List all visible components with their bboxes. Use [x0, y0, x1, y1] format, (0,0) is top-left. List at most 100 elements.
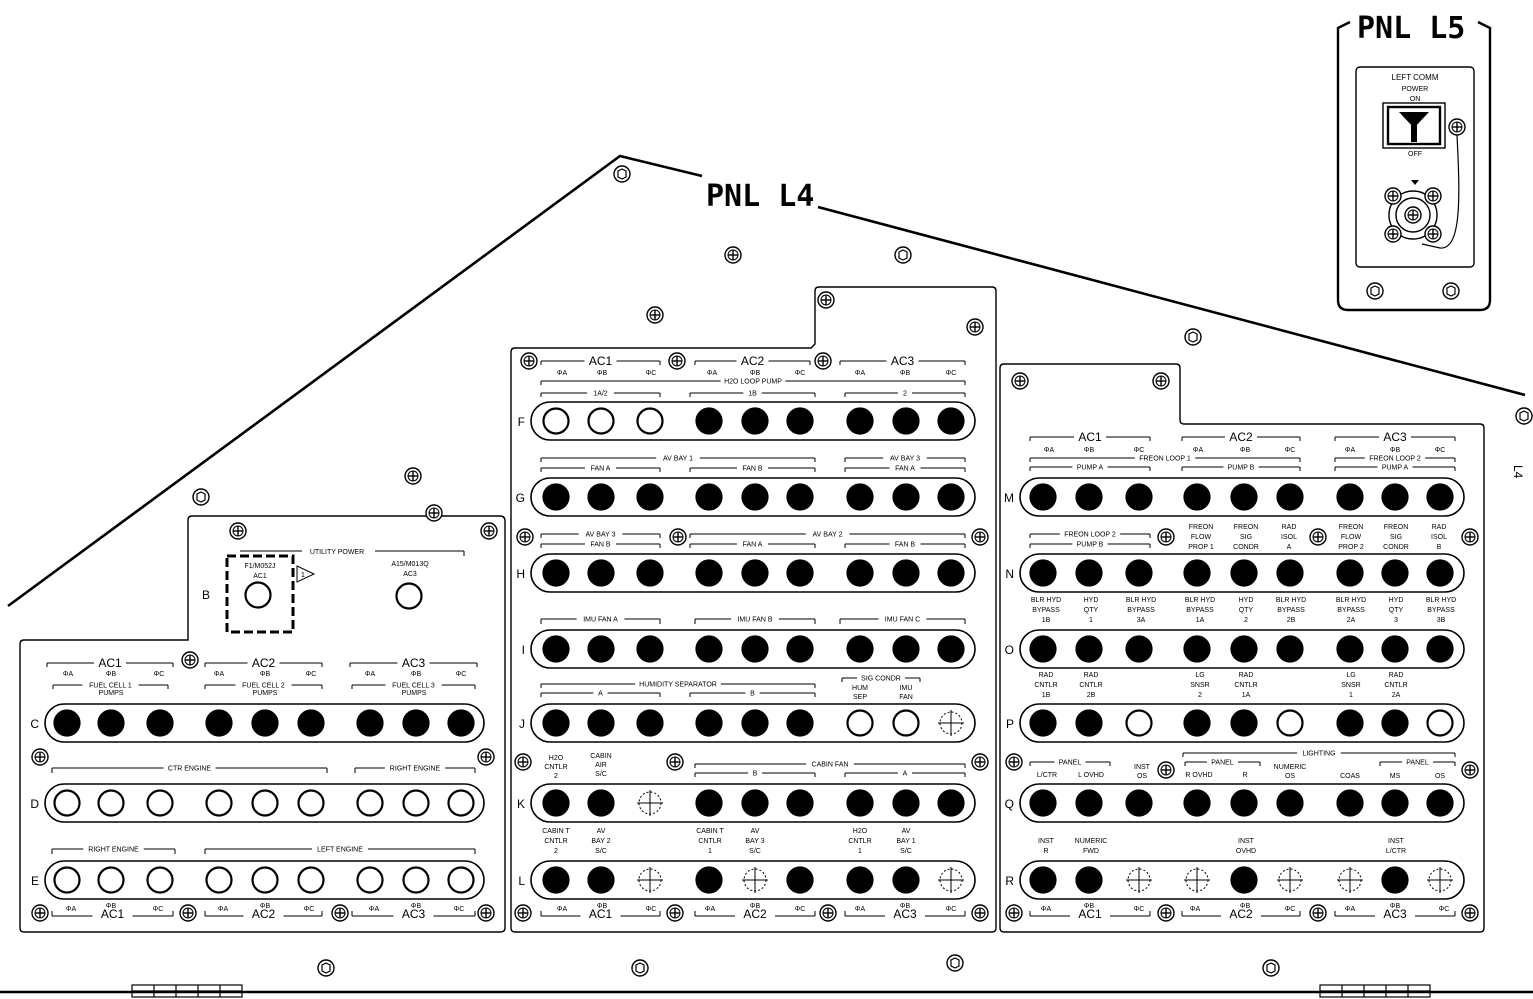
- circuit-breaker-d-9[interactable]: [447, 789, 475, 817]
- circuit-breaker-i-6[interactable]: [786, 635, 814, 663]
- utility-power-ac1-breaker[interactable]: [244, 581, 272, 609]
- circuit-breaker-n-1[interactable]: [1029, 559, 1057, 587]
- circuit-breaker-p-7[interactable]: [1336, 709, 1364, 737]
- circuit-breaker-p-9[interactable]: [1426, 709, 1454, 737]
- circuit-breaker-n-4[interactable]: [1183, 559, 1211, 587]
- circuit-breaker-k-9[interactable]: [937, 789, 965, 817]
- circuit-breaker-g-8[interactable]: [892, 483, 920, 511]
- circuit-breaker-q-7[interactable]: [1336, 789, 1364, 817]
- circuit-breaker-e-2[interactable]: [97, 866, 125, 894]
- circuit-breaker-p-8[interactable]: [1381, 709, 1409, 737]
- circuit-breaker-c-1[interactable]: [53, 709, 81, 737]
- circuit-breaker-m-7[interactable]: [1336, 483, 1364, 511]
- circuit-breaker-i-2[interactable]: [587, 635, 615, 663]
- circuit-breaker-d-2[interactable]: [97, 789, 125, 817]
- circuit-breaker-j-5[interactable]: [741, 709, 769, 737]
- circuit-breaker-j-2[interactable]: [587, 709, 615, 737]
- circuit-breaker-m-6[interactable]: [1276, 483, 1304, 511]
- left-comm-power-switch[interactable]: [1399, 112, 1429, 128]
- circuit-breaker-i-3[interactable]: [636, 635, 664, 663]
- circuit-breaker-o-5[interactable]: [1230, 635, 1258, 663]
- circuit-breaker-o-1[interactable]: [1029, 635, 1057, 663]
- circuit-breaker-o-2[interactable]: [1075, 635, 1103, 663]
- circuit-breaker-e-9[interactable]: [447, 866, 475, 894]
- circuit-breaker-e-1[interactable]: [53, 866, 81, 894]
- circuit-breaker-o-9[interactable]: [1426, 635, 1454, 663]
- circuit-breaker-c-3[interactable]: [146, 709, 174, 737]
- circuit-breaker-c-4[interactable]: [205, 709, 233, 737]
- circuit-breaker-k-6[interactable]: [786, 789, 814, 817]
- circuit-breaker-q-9[interactable]: [1426, 789, 1454, 817]
- circuit-breaker-i-1[interactable]: [542, 635, 570, 663]
- circuit-breaker-f-7[interactable]: [846, 407, 874, 435]
- circuit-breaker-o-4[interactable]: [1183, 635, 1211, 663]
- circuit-breaker-n-6[interactable]: [1276, 559, 1304, 587]
- circuit-breaker-k-5[interactable]: [741, 789, 769, 817]
- circuit-breaker-j-7[interactable]: [846, 709, 874, 737]
- circuit-breaker-h-9[interactable]: [937, 559, 965, 587]
- circuit-breaker-j-8[interactable]: [892, 709, 920, 737]
- circuit-breaker-c-9[interactable]: [447, 709, 475, 737]
- circuit-breaker-q-1[interactable]: [1029, 789, 1057, 817]
- circuit-breaker-c-7[interactable]: [356, 709, 384, 737]
- circuit-breaker-j-3[interactable]: [636, 709, 664, 737]
- circuit-breaker-g-2[interactable]: [587, 483, 615, 511]
- circuit-breaker-i-4[interactable]: [695, 635, 723, 663]
- circuit-breaker-r-8[interactable]: [1381, 866, 1409, 894]
- circuit-breaker-f-3[interactable]: [636, 407, 664, 435]
- circuit-breaker-q-5[interactable]: [1230, 789, 1258, 817]
- circuit-breaker-m-4[interactable]: [1183, 483, 1211, 511]
- circuit-breaker-f-8[interactable]: [892, 407, 920, 435]
- circuit-breaker-d-4[interactable]: [205, 789, 233, 817]
- circuit-breaker-m-1[interactable]: [1029, 483, 1057, 511]
- circuit-breaker-e-3[interactable]: [146, 866, 174, 894]
- circuit-breaker-i-8[interactable]: [892, 635, 920, 663]
- circuit-breaker-g-5[interactable]: [741, 483, 769, 511]
- circuit-breaker-o-3[interactable]: [1125, 635, 1153, 663]
- circuit-breaker-q-4[interactable]: [1183, 789, 1211, 817]
- circuit-breaker-k-2[interactable]: [587, 789, 615, 817]
- circuit-breaker-k-7[interactable]: [846, 789, 874, 817]
- circuit-breaker-g-1[interactable]: [542, 483, 570, 511]
- circuit-breaker-p-5[interactable]: [1230, 709, 1258, 737]
- circuit-breaker-e-7[interactable]: [356, 866, 384, 894]
- circuit-breaker-p-4[interactable]: [1183, 709, 1211, 737]
- circuit-breaker-p-1[interactable]: [1029, 709, 1057, 737]
- circuit-breaker-h-3[interactable]: [636, 559, 664, 587]
- circuit-breaker-i-7[interactable]: [846, 635, 874, 663]
- circuit-breaker-g-4[interactable]: [695, 483, 723, 511]
- circuit-breaker-m-3[interactable]: [1125, 483, 1153, 511]
- circuit-breaker-d-6[interactable]: [297, 789, 325, 817]
- circuit-breaker-m-9[interactable]: [1426, 483, 1454, 511]
- circuit-breaker-h-1[interactable]: [542, 559, 570, 587]
- circuit-breaker-m-2[interactable]: [1075, 483, 1103, 511]
- circuit-breaker-f-2[interactable]: [587, 407, 615, 435]
- circuit-breaker-n-5[interactable]: [1230, 559, 1258, 587]
- circuit-breaker-p-6[interactable]: [1276, 709, 1304, 737]
- circuit-breaker-o-7[interactable]: [1336, 635, 1364, 663]
- circuit-breaker-m-8[interactable]: [1381, 483, 1409, 511]
- circuit-breaker-e-5[interactable]: [251, 866, 279, 894]
- circuit-breaker-l-8[interactable]: [892, 866, 920, 894]
- circuit-breaker-n-9[interactable]: [1426, 559, 1454, 587]
- circuit-breaker-d-8[interactable]: [402, 789, 430, 817]
- circuit-breaker-h-8[interactable]: [892, 559, 920, 587]
- circuit-breaker-r-5[interactable]: [1230, 866, 1258, 894]
- circuit-breaker-h-7[interactable]: [846, 559, 874, 587]
- circuit-breaker-c-6[interactable]: [297, 709, 325, 737]
- circuit-breaker-j-6[interactable]: [786, 709, 814, 737]
- circuit-breaker-n-3[interactable]: [1125, 559, 1153, 587]
- circuit-breaker-l-7[interactable]: [846, 866, 874, 894]
- circuit-breaker-c-5[interactable]: [251, 709, 279, 737]
- circuit-breaker-f-4[interactable]: [695, 407, 723, 435]
- circuit-breaker-e-8[interactable]: [402, 866, 430, 894]
- circuit-breaker-l-2[interactable]: [587, 866, 615, 894]
- circuit-breaker-l-1[interactable]: [542, 866, 570, 894]
- circuit-breaker-k-4[interactable]: [695, 789, 723, 817]
- circuit-breaker-d-3[interactable]: [146, 789, 174, 817]
- circuit-breaker-q-2[interactable]: [1075, 789, 1103, 817]
- circuit-breaker-d-5[interactable]: [251, 789, 279, 817]
- circuit-breaker-e-6[interactable]: [297, 866, 325, 894]
- circuit-breaker-m-5[interactable]: [1230, 483, 1258, 511]
- circuit-breaker-h-4[interactable]: [695, 559, 723, 587]
